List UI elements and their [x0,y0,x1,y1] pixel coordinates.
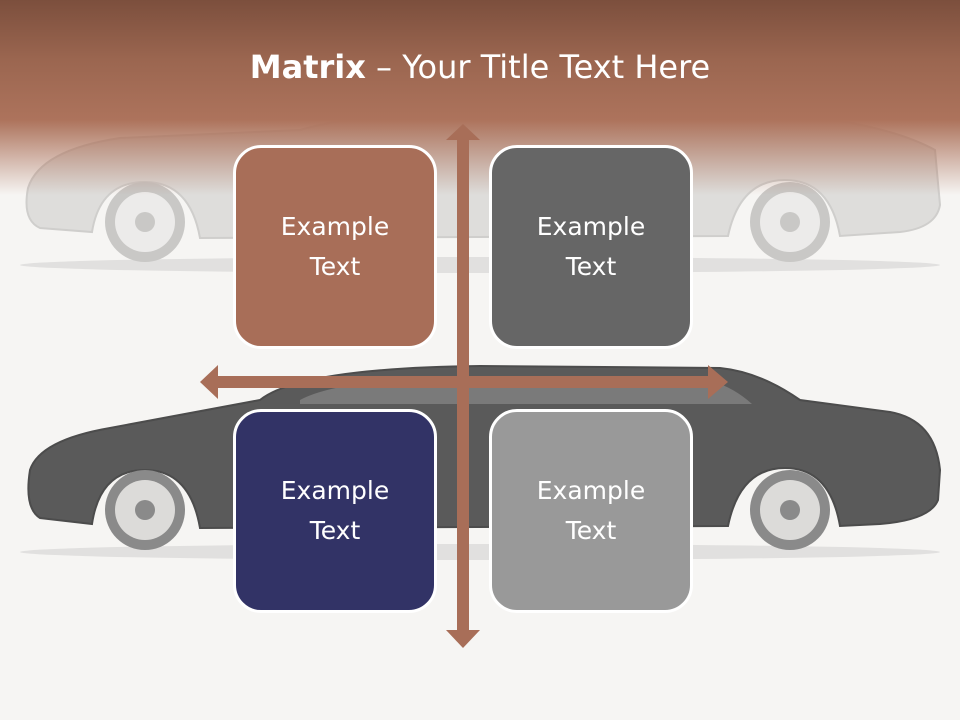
vertical-axis-arrowhead-bottom [446,630,480,648]
matrix-tile-bottom-left[interactable]: Example Text [233,409,437,613]
vertical-axis-arrowhead-top [446,124,480,140]
horizontal-axis-arrowhead-right [708,365,728,399]
horizontal-axis-shaft [218,376,708,388]
tile-text: Example Text [280,476,390,545]
header-band [0,0,960,200]
slide-title[interactable]: Matrix – Your Title Text Here [0,48,960,86]
matrix-tile-bottom-right[interactable]: Example Text [489,409,693,613]
title-bold: Matrix [249,48,366,86]
tile-text: Example Text [280,212,390,281]
tile-text: Example Text [536,476,646,545]
matrix-tile-top-right[interactable]: Example Text [489,145,693,349]
horizontal-axis-arrowhead-left [200,365,218,399]
title-rest: – Your Title Text Here [365,48,711,86]
matrix-tile-top-left[interactable]: Example Text [233,145,437,349]
tile-text: Example Text [536,212,646,281]
